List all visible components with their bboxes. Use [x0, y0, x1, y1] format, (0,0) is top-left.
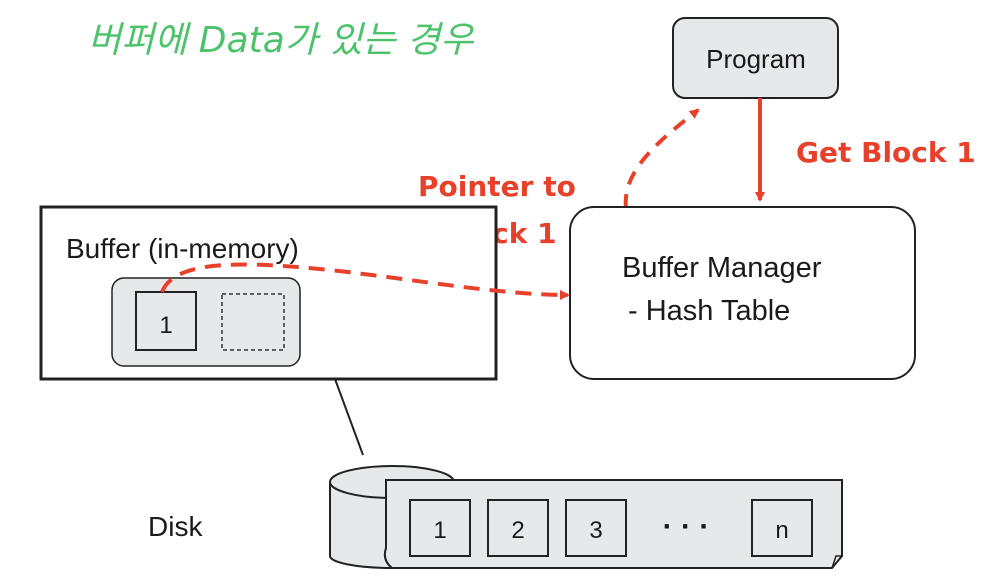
buffer-disk-connector	[334, 378, 364, 456]
disk-block-1-label: 1	[433, 517, 446, 544]
buffer-manager-line1: Buffer Manager	[622, 252, 822, 284]
program-label: Program	[706, 44, 806, 74]
program-box: Program	[672, 17, 839, 99]
handwritten-note: 버퍼에 Data가 있는 경우	[88, 20, 475, 61]
buffer-to-manager-arrow	[160, 262, 570, 300]
buffer-box: Buffer (in-memory) 1	[39, 205, 498, 381]
disk-label: Disk	[148, 511, 203, 542]
pointer-label-line1: Pointer to	[418, 170, 576, 203]
disk-block-strip: 1 2 3 · · · n	[383, 479, 843, 569]
disk-ellipsis: · · ·	[663, 510, 710, 543]
disk-block-2-label: 2	[511, 517, 524, 544]
get-block-label: Get Block 1	[796, 136, 976, 169]
buffer-slot-1-label: 1	[159, 312, 172, 339]
disk-block-3-label: 3	[589, 517, 602, 544]
buffer-manager-box: Buffer Manager - Hash Table	[569, 206, 916, 380]
pointer-arrow-to-program	[623, 108, 700, 209]
disk-block-n-label: n	[775, 517, 788, 544]
disk-block-n	[751, 499, 813, 557]
buffer-manager-line2: - Hash Table	[628, 295, 790, 327]
buffer-slot-1	[135, 291, 197, 351]
disk-block-3	[565, 499, 627, 557]
disk-block-1	[409, 499, 471, 557]
buffer-slot-empty	[221, 293, 285, 351]
disk-block-2	[487, 499, 549, 557]
buffer-title: Buffer (in-memory)	[66, 233, 299, 264]
